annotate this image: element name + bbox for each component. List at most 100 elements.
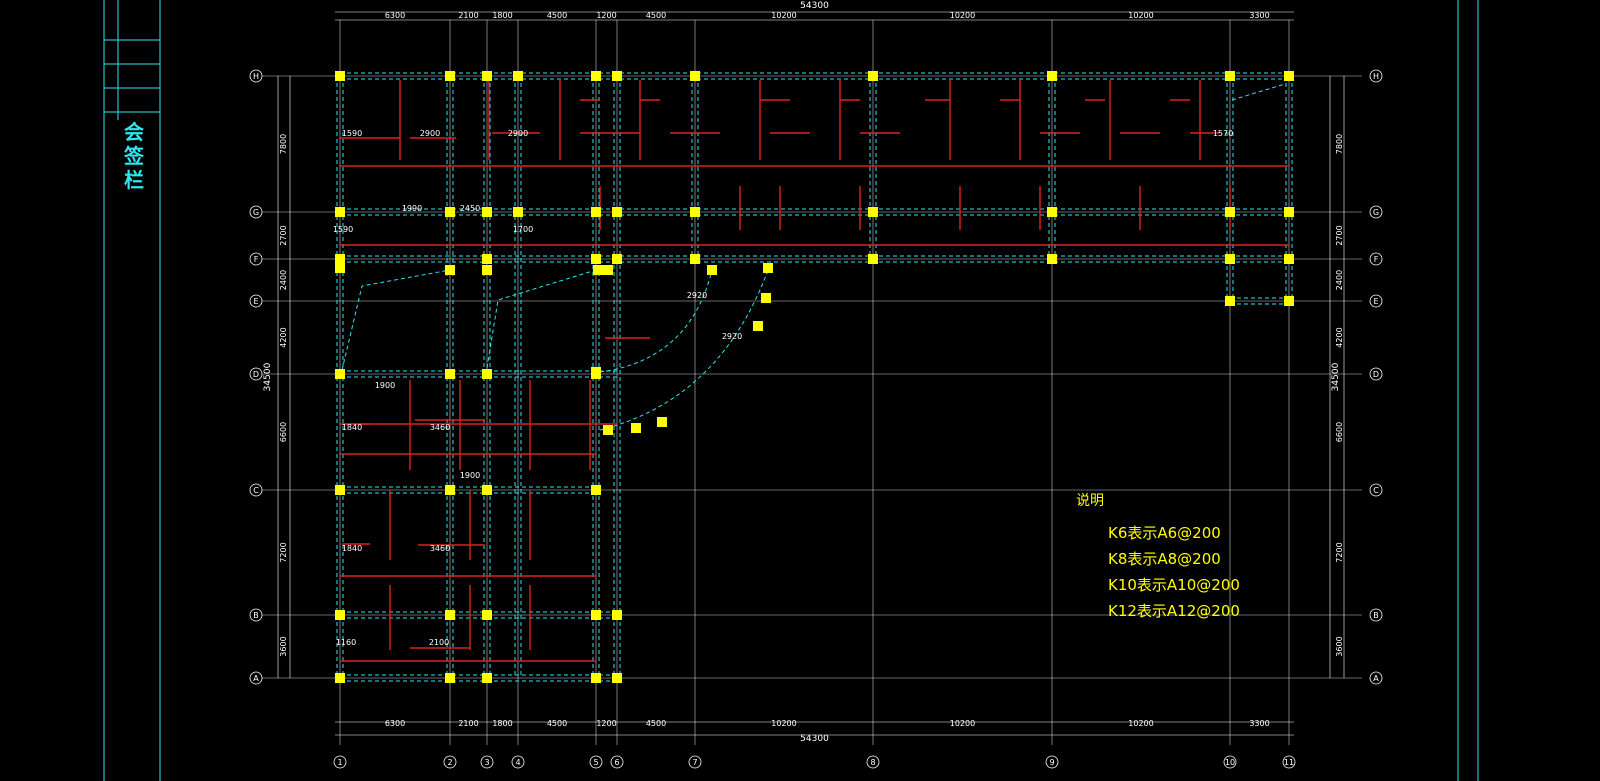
note-line: K12表示A12@200 <box>1108 602 1240 620</box>
span-dimension: 6600 <box>1335 422 1344 442</box>
rebar-callout: 2450 <box>460 204 480 213</box>
span-dimension: 7800 <box>1335 134 1344 154</box>
column <box>513 71 523 81</box>
axis-bubble-circle <box>1369 252 1383 266</box>
rebar-callout: 1700 <box>513 225 533 234</box>
column <box>707 265 717 275</box>
axis-bubble-label: A <box>1373 674 1379 683</box>
span-dimension: 10200 <box>1128 11 1153 20</box>
rebar-callout: 2900 <box>420 129 440 138</box>
span-dimension: 2700 <box>279 225 288 245</box>
span-dimension: 10200 <box>771 719 796 728</box>
axis-grid <box>262 11 1362 745</box>
sign-column-table <box>104 0 160 120</box>
axis-bubble: C <box>249 483 263 497</box>
axis-bubble: E <box>249 294 263 308</box>
rebar-callout: 2900 <box>508 129 528 138</box>
axis-bubble-circle <box>1369 483 1383 497</box>
notes-title: 说明 <box>1076 493 1104 509</box>
axis-bubble: D <box>1369 367 1383 381</box>
column <box>612 207 622 217</box>
axis-bubble: 11 <box>1282 755 1296 769</box>
span-dimension: 7200 <box>1335 542 1344 562</box>
axis-bubble: 10 <box>1223 755 1237 769</box>
span-dimension: 6300 <box>385 719 405 728</box>
column <box>335 485 345 495</box>
span-dimension: 4500 <box>646 11 666 20</box>
span-dimension: 3300 <box>1249 719 1269 728</box>
span-dimension: 2400 <box>279 270 288 290</box>
column <box>1225 207 1235 217</box>
axis-bubble-circle <box>688 755 702 769</box>
axis-bubble: 3 <box>480 755 494 769</box>
span-dimension: 10200 <box>771 11 796 20</box>
column <box>482 673 492 683</box>
drawing-frame <box>103 0 1479 781</box>
column <box>1047 71 1057 81</box>
axis-bubble-circle <box>1369 294 1383 308</box>
axis-bubble-label: 1 <box>337 758 342 767</box>
axis-bubble: 7 <box>688 755 702 769</box>
column <box>1047 254 1057 264</box>
axis-bubble-circle <box>1369 608 1383 622</box>
column <box>603 425 613 435</box>
axis-bubble-circle <box>249 483 263 497</box>
axis-bubble-circle <box>333 755 347 769</box>
column <box>591 610 601 620</box>
axis-bubble-label: 3 <box>484 758 489 767</box>
axis-bubble-circle <box>249 69 263 83</box>
rebar-callout: 1590 <box>342 129 362 138</box>
axis-bubble: B <box>249 608 263 622</box>
slab-edge <box>486 269 597 369</box>
span-dimension: 1800 <box>492 719 512 728</box>
column <box>753 321 763 331</box>
axis-bubble: A <box>249 671 263 685</box>
span-dimension: 4200 <box>1335 327 1344 347</box>
axis-bubble-label: C <box>1373 486 1379 495</box>
column <box>445 265 455 275</box>
column <box>1284 296 1294 306</box>
columns <box>335 71 1294 683</box>
sign-column-label: 会签栏 <box>124 120 144 192</box>
column <box>482 71 492 81</box>
column <box>1284 71 1294 81</box>
axis-bubble-label: B <box>1373 611 1379 620</box>
span-dimension: 2100 <box>458 719 478 728</box>
column <box>1225 254 1235 264</box>
rebar-callout: 1590 <box>333 225 353 234</box>
span-dimension: 7800 <box>279 134 288 154</box>
axis-bubble-label: 7 <box>692 758 697 767</box>
column <box>445 485 455 495</box>
column <box>513 207 523 217</box>
axis-bubble-label: D <box>1373 370 1379 379</box>
axis-bubble-label: 9 <box>1049 758 1054 767</box>
column <box>1225 71 1235 81</box>
column <box>612 673 622 683</box>
overall-dimension: 54300 <box>800 1 829 11</box>
axis-bubble-label: G <box>253 208 259 217</box>
axis-bubble-circle <box>1282 755 1296 769</box>
overall-dimension: 34500 <box>263 362 273 391</box>
rebar-callout: 3460 <box>430 423 450 432</box>
column <box>445 610 455 620</box>
span-dimension: 2700 <box>1335 225 1344 245</box>
overall-dimension: 34500 <box>1331 362 1341 391</box>
span-dimension: 6600 <box>279 422 288 442</box>
rebar-callout: 1990 <box>402 204 422 213</box>
axis-bubble-circle <box>480 755 494 769</box>
notes-block: 说明 K6表示A6@200 K8表示A8@200 K10表示A10@200 K1… <box>1076 493 1240 624</box>
overall-dimension: 54300 <box>800 734 829 744</box>
axis-bubble-label: E <box>253 297 258 306</box>
span-dimension: 4500 <box>646 719 666 728</box>
axis-bubble-circle <box>249 367 263 381</box>
note-line: K10表示A10@200 <box>1108 576 1240 594</box>
span-dimension: 10200 <box>1128 719 1153 728</box>
column <box>591 254 601 264</box>
axis-bubble-label: 6 <box>614 758 619 767</box>
column <box>482 207 492 217</box>
note-line: K8表示A8@200 <box>1108 550 1221 568</box>
axis-bubble-circle <box>1369 69 1383 83</box>
rebar-callout: 2100 <box>429 638 449 647</box>
axis-bubble-circle <box>1045 755 1059 769</box>
